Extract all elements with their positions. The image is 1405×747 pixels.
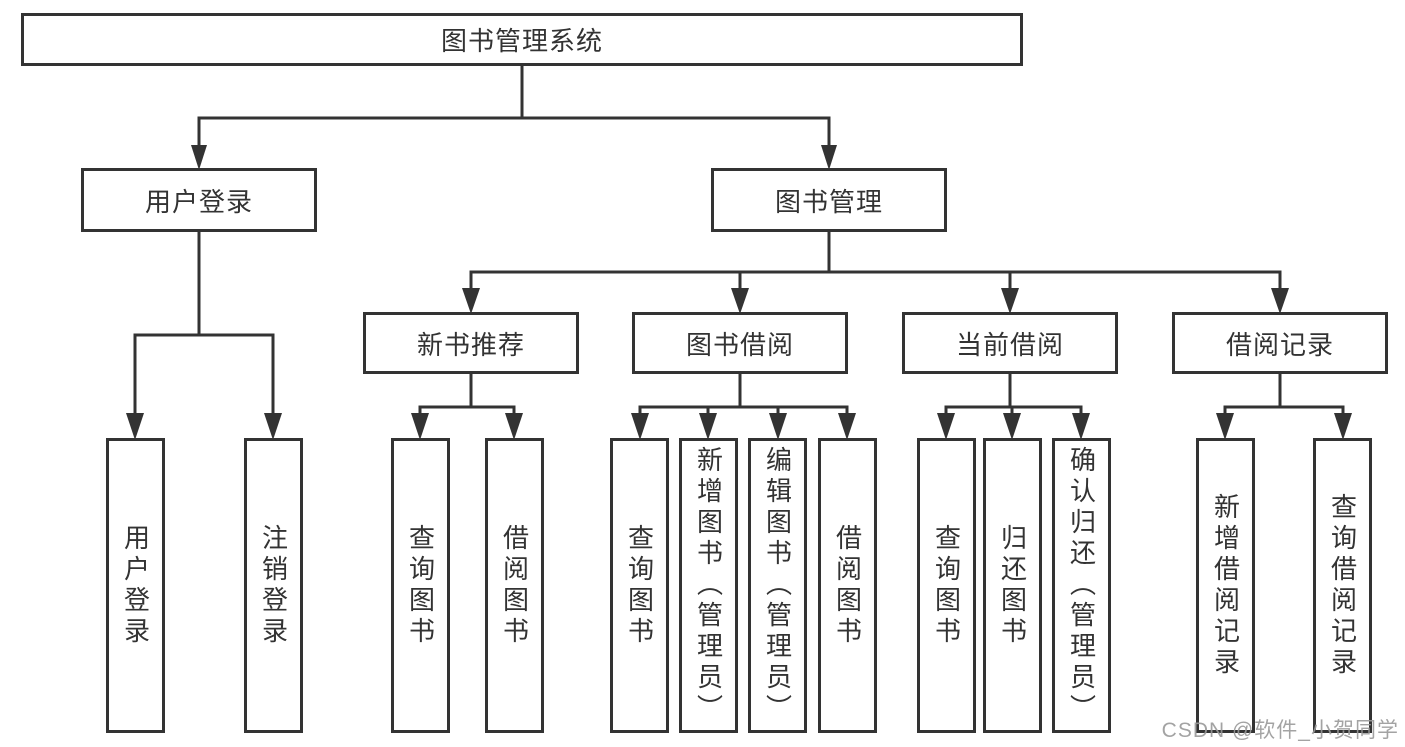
leaf-edit-book-admin: 编辑图书（管理员） — [748, 438, 807, 733]
node-new-book-recommend-label: 新书推荐 — [416, 329, 525, 360]
leaf-logout: 注销登录 — [244, 438, 303, 733]
leaf-query-borrow-record: 查询借阅记录 — [1313, 438, 1372, 733]
leaf-add-borrow-record: 新增借阅记录 — [1196, 438, 1255, 733]
node-user-login-group: 用户登录 — [81, 168, 317, 232]
edge-leaf-stubs — [418, 407, 1345, 420]
edge-stub-l3 — [469, 272, 1282, 292]
node-borrowing-records-label: 借阅记录 — [1225, 329, 1334, 360]
leaf-query-books-recommend: 查询图书 — [391, 438, 450, 733]
node-book-borrowing: 图书借阅 — [632, 312, 848, 374]
leaf-return-book: 归还图书 — [983, 438, 1042, 733]
leaf-query-books-current: 查询图书 — [917, 438, 976, 733]
node-user-login-label: 用户登录 — [144, 186, 253, 217]
node-new-book-recommend: 新书推荐 — [363, 312, 579, 374]
node-book-management-group: 图书管理 — [711, 168, 947, 232]
node-root-library-system: 图书管理系统 — [21, 13, 1023, 66]
csdn-watermark: CSDN @软件_小贺同学 — [1161, 719, 1399, 742]
edge-l3-stems — [469, 374, 1282, 409]
leaf-borrow-books-borrowing: 借阅图书 — [818, 438, 877, 733]
node-current-borrowing-label: 当前借阅 — [955, 329, 1064, 360]
node-book-management-label: 图书管理 — [774, 186, 883, 217]
leaf-add-book-admin: 新增图书（管理员） — [679, 438, 738, 733]
node-root-label: 图书管理系统 — [440, 26, 603, 56]
node-borrowing-records: 借阅记录 — [1172, 312, 1388, 374]
leaf-confirm-return-admin: 确认归还（管理员） — [1052, 438, 1111, 733]
node-current-borrowing: 当前借阅 — [902, 312, 1118, 374]
leaf-query-books-borrowing: 查询图书 — [610, 438, 669, 733]
leaf-user-login: 用户登录 — [106, 438, 165, 733]
node-book-borrowing-label: 图书借阅 — [685, 329, 794, 360]
arrowheads — [126, 145, 1352, 440]
leaf-borrow-books-recommend: 借阅图书 — [485, 438, 544, 733]
